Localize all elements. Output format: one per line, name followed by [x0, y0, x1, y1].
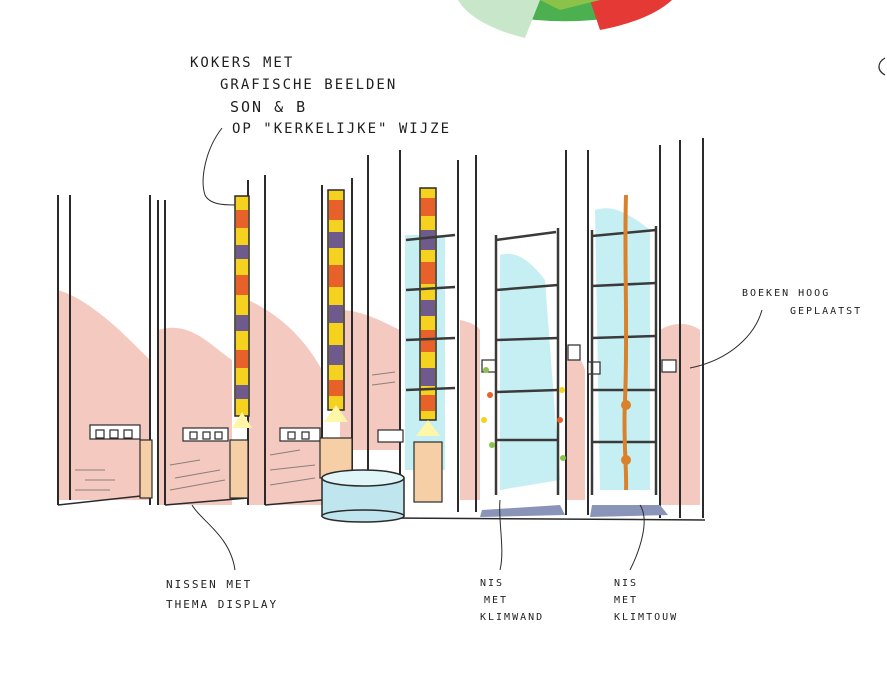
annotation-line: NIS [480, 578, 505, 589]
annotation-nis-klimwand: NIS MET KLIMWAND [480, 575, 544, 626]
annotation-line: MET [614, 595, 639, 606]
floor-mats [480, 505, 668, 517]
climbing-wall [405, 228, 560, 495]
annotation-line: KLIMTOUW [614, 612, 679, 623]
edge-mark [878, 57, 886, 76]
annotation-line: OP "KERKELIJKE" WIJZE [232, 121, 452, 137]
climbing-holds [481, 367, 566, 461]
wall-columns [57, 138, 704, 518]
brick-marks [75, 371, 396, 491]
round-pedestal [321, 469, 405, 523]
annotation-kokers: KOKERS MET GRAFISCHE BEELDEN SON & B OP … [190, 52, 451, 140]
display-shelves [89, 344, 677, 443]
circle-image-fragment [458, 0, 672, 38]
annotation-line: GEPLAATST [790, 306, 863, 317]
graphic-tube-1 [232, 195, 252, 428]
annotation-line: KLIMWAND [480, 612, 545, 623]
graphic-tube-3 [416, 187, 440, 436]
annotation-line: NISSEN MET [166, 578, 253, 591]
annotation-line: KOKERS MET [190, 55, 295, 71]
annotation-line: BOEKEN HOOG [742, 288, 831, 299]
annotation-line: MET [484, 595, 509, 606]
graphic-tube-2 [324, 189, 348, 422]
annotation-leaders [191, 127, 763, 571]
floor-lines [57, 494, 706, 521]
annotation-nis-klimtouw: NIS MET KLIMTOUW [614, 575, 678, 626]
climbing-rope [621, 194, 631, 491]
annotation-line: THEMA DISPLAY [166, 598, 279, 611]
annotation-boeken: BOEKEN HOOG GEPLAATST [742, 285, 862, 321]
annotation-line: SON & B [230, 98, 308, 116]
annotation-nissen: NISSEN MET THEMA DISPLAY [166, 575, 278, 615]
annotation-line: GRAFISCHE BEELDEN [220, 77, 398, 93]
annotation-line: NIS [614, 578, 639, 589]
